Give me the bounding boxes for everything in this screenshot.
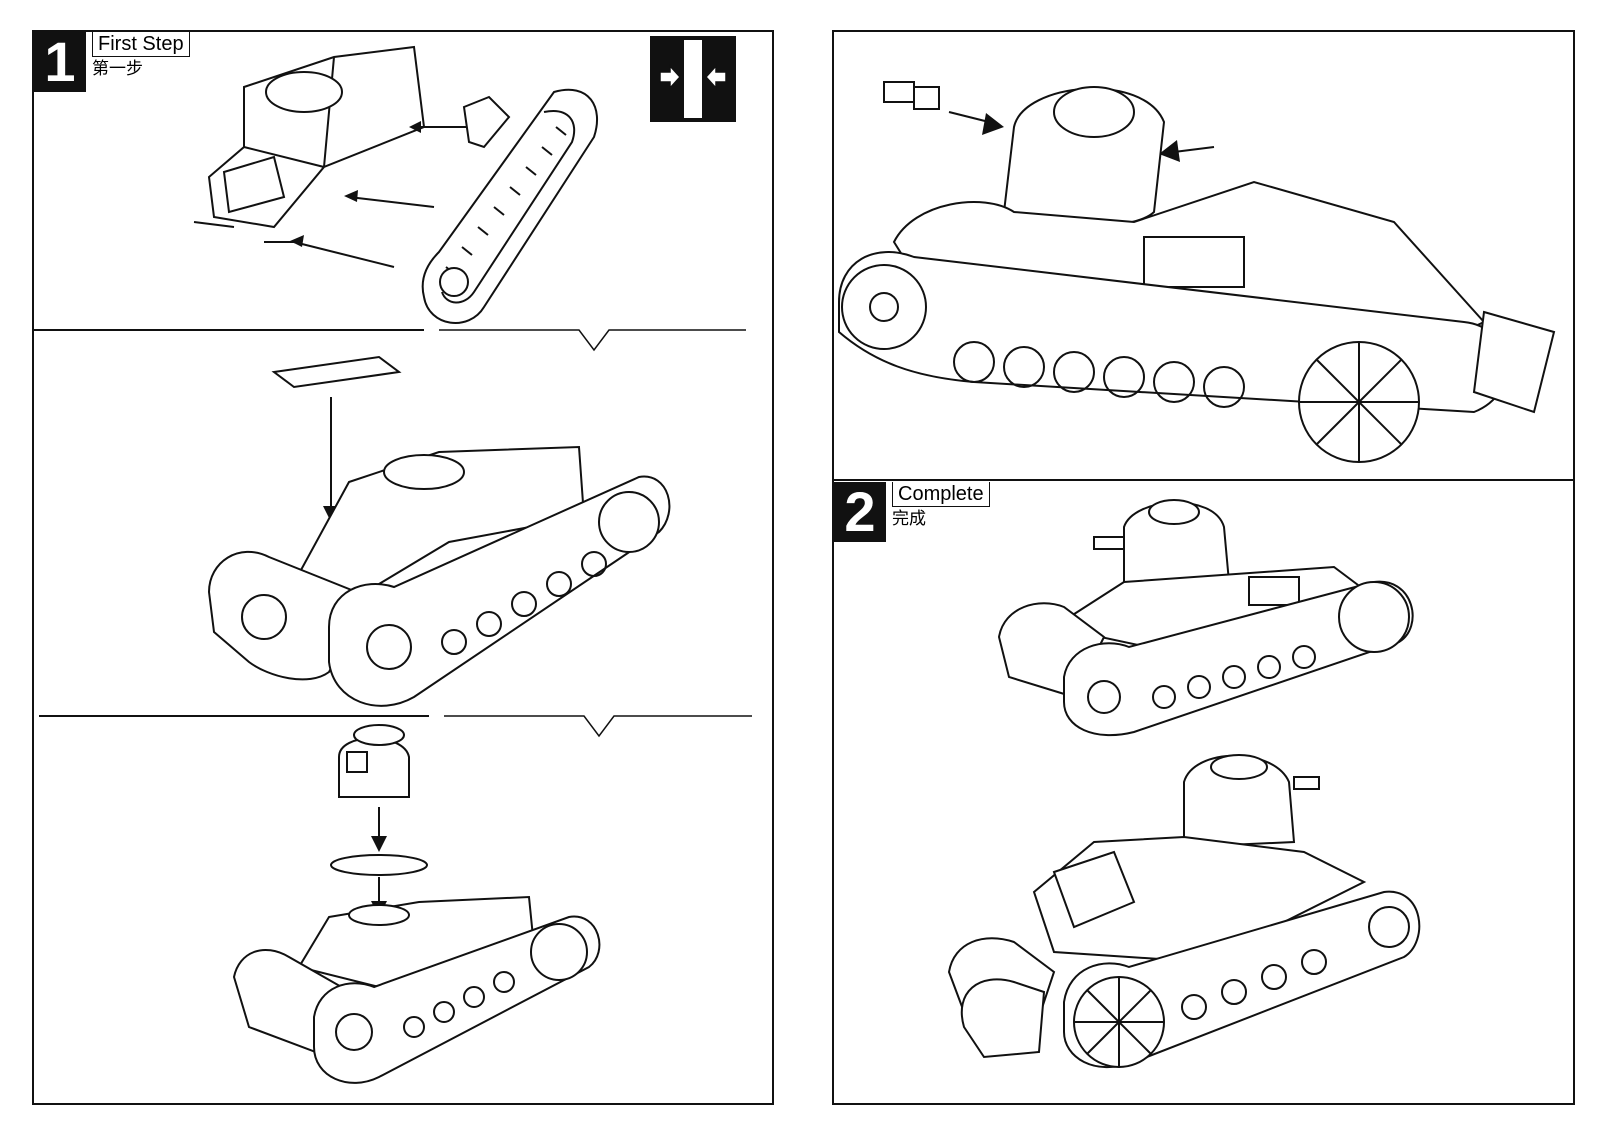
step-1-number: 1 [34, 32, 86, 92]
section-divider [34, 329, 746, 352]
completed-tank-front-view [994, 487, 1434, 747]
section-divider [39, 715, 752, 738]
completed-tank-rear-view [944, 742, 1444, 1087]
gun-mount-illustration [834, 62, 1573, 482]
step-1-subtitle: 第一步 [92, 59, 143, 78]
step-1-header: 1 First Step 第一步 [34, 32, 190, 92]
hull-on-tracks-illustration [199, 342, 679, 722]
step-2-subtitle: 完成 [892, 509, 926, 528]
hull-and-track-illustration [184, 37, 614, 332]
step-2-number: 2 [834, 482, 886, 542]
side-orientation-icon [650, 36, 736, 122]
instruction-panel-right: 2 Complete 完成 [832, 30, 1575, 1105]
instruction-panel-left: 1 First Step 第一步 [32, 30, 774, 1105]
step-2-header: 2 Complete 完成 [834, 482, 990, 542]
step-1-title: First Step [92, 32, 190, 57]
turret-install-illustration [229, 717, 629, 1102]
step-2-title: Complete [892, 482, 990, 507]
section-divider [834, 479, 1573, 481]
